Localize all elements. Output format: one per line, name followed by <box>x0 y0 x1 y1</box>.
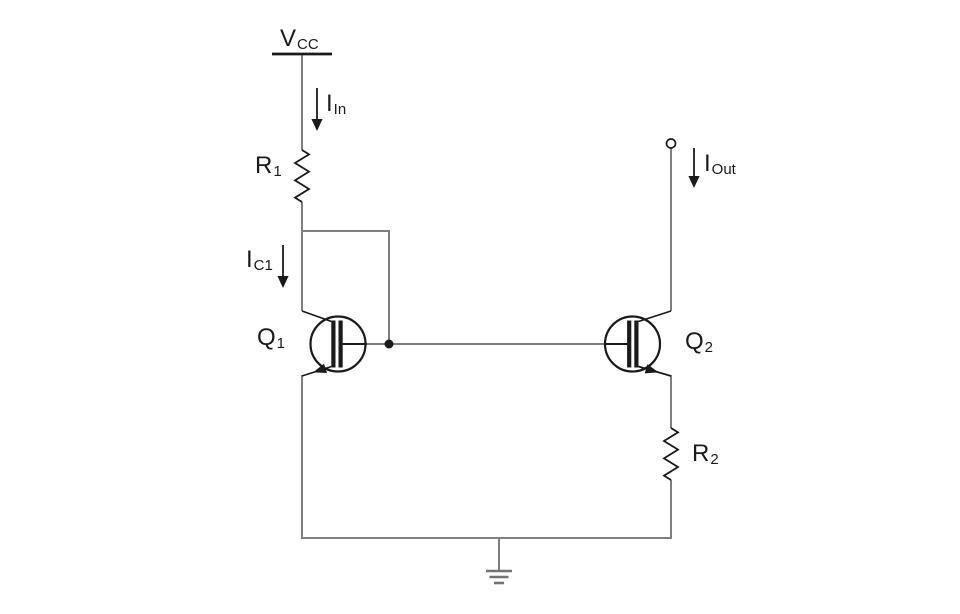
vcc-label: VCC <box>280 25 319 53</box>
q1-emitter-arrow-icon <box>313 363 327 373</box>
transistor-q1-icon <box>301 310 367 377</box>
resistor-r2-icon <box>662 427 680 481</box>
q1-label: Q1 <box>257 324 286 352</box>
junction-dot-icon <box>384 339 394 349</box>
current-arrow-c1-icon <box>277 245 289 288</box>
wires <box>301 55 672 570</box>
ground-icon <box>486 569 512 585</box>
q2-label: Q2 <box>685 328 714 356</box>
i-in-label: IIn <box>326 90 347 118</box>
output-terminal-icon <box>665 138 677 149</box>
current-arrow-out-icon <box>688 148 700 188</box>
i-c1-label: IC1 <box>246 246 273 274</box>
transistor-q2-icon <box>603 310 672 377</box>
r1-label: R1 <box>255 152 282 180</box>
i-out-label: IOut <box>704 150 736 178</box>
resistor-r1-icon <box>293 149 311 203</box>
r2-label: R2 <box>692 440 719 468</box>
q2-emitter-arrow-icon <box>644 364 659 374</box>
wire-feedback <box>302 230 390 344</box>
current-arrow-in-icon <box>311 88 323 131</box>
